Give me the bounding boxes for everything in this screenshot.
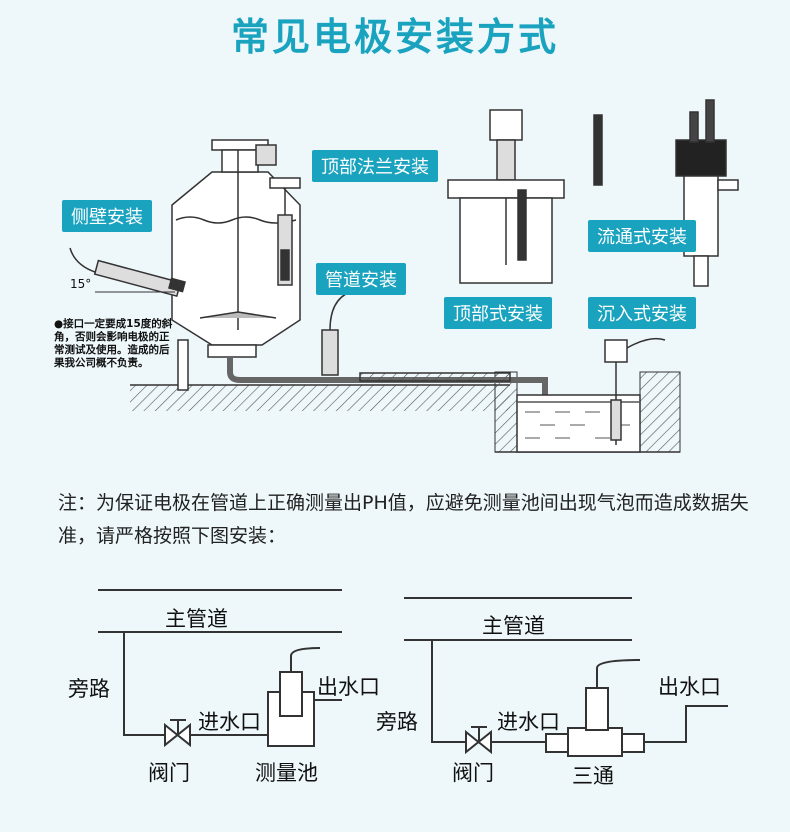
schematic-left bbox=[98, 589, 342, 748]
left-inlet-label: 进水口 bbox=[198, 710, 261, 734]
warning-text: ●接口一定要成15度的斜角，否则会影响电极的正常测试及使用。造成的后果我公司概不… bbox=[54, 318, 173, 369]
right-bypass-label: 旁路 bbox=[376, 710, 418, 734]
side-electrode bbox=[69, 247, 186, 298]
tag-flow-mount: 流通式安装 bbox=[588, 220, 696, 252]
right-outlet-label: 出水口 bbox=[658, 675, 721, 699]
left-cell-label: 测量池 bbox=[255, 761, 318, 785]
tag-top-flange-mount: 顶部法兰安装 bbox=[312, 150, 438, 182]
flange-electrode bbox=[269, 177, 301, 286]
tag-top-mount: 顶部式安装 bbox=[444, 297, 552, 329]
angle-label: 15° bbox=[70, 277, 92, 291]
tag-immersion-mount: 沉入式安装 bbox=[588, 297, 696, 329]
left-valve-label: 阀门 bbox=[148, 761, 190, 785]
tank bbox=[171, 139, 301, 391]
flow-through-cell bbox=[593, 99, 739, 287]
installation-note: 注：为保证电极在管道上正确测量出PH值，应避免测量池间出现气泡而造成数据失准，请… bbox=[58, 492, 749, 547]
schematic-right bbox=[404, 597, 728, 757]
left-bypass-label: 旁路 bbox=[68, 677, 110, 701]
page-title: 常见电极安装方式 bbox=[230, 15, 559, 59]
tag-side-mount: 侧壁安装 bbox=[62, 200, 152, 232]
pipeline bbox=[227, 291, 548, 395]
left-outlet-label: 出水口 bbox=[317, 675, 380, 699]
tag-pipe-mount: 管道安装 bbox=[316, 263, 406, 295]
immersion-basin bbox=[516, 337, 666, 453]
right-valve-label: 阀门 bbox=[452, 761, 494, 785]
ground bbox=[130, 371, 681, 453]
left-main-pipe-label: 主管道 bbox=[165, 607, 228, 631]
right-main-pipe-label: 主管道 bbox=[482, 614, 545, 638]
top-mount-reactor bbox=[447, 109, 565, 284]
right-tee-label: 三通 bbox=[572, 764, 614, 788]
right-inlet-label: 进水口 bbox=[497, 710, 560, 734]
